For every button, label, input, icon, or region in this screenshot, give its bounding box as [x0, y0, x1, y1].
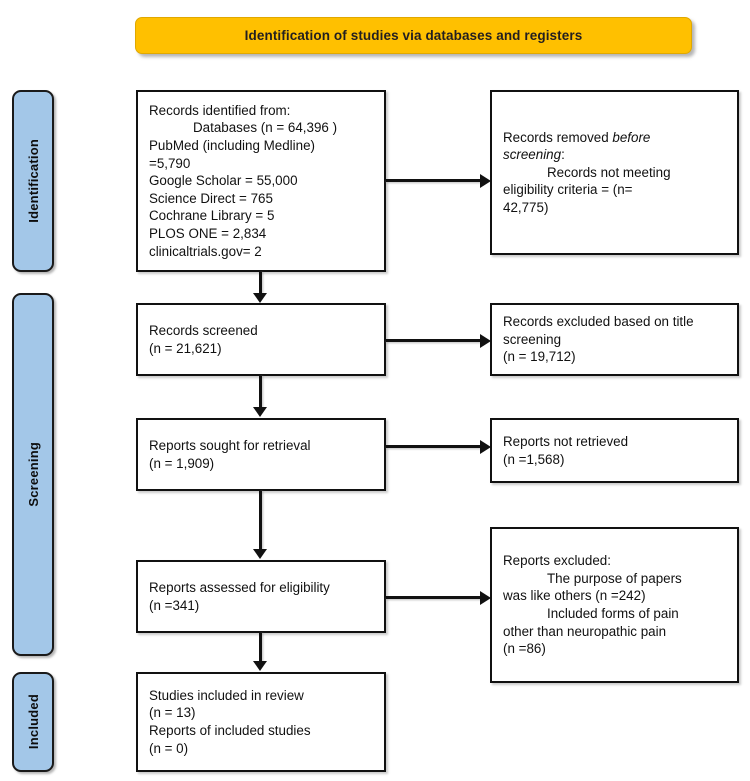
records-identified-line-2: Databases (n = 64,396 ) — [193, 120, 338, 136]
arrow-assessed-to-included-head — [253, 661, 267, 671]
records-removed-emphasis-before: before — [612, 129, 651, 145]
arrow-identified-to-screened-shaft — [259, 272, 262, 294]
studies-included-line-1: Studies included in review — [149, 687, 304, 703]
arrow-assessed-to-included-shaft — [259, 633, 262, 662]
box-records-screened-text: Records screened (n = 21,621) — [149, 322, 375, 357]
box-records-identified-text: Records identified from: Databases (n = 6… — [149, 102, 337, 260]
studies-included-line-4: (n = 0) — [149, 740, 189, 756]
records-removed-line-5: 42,775) — [503, 199, 549, 215]
box-studies-included-text: Studies included in review (n = 13) Report… — [149, 687, 375, 757]
arrow-identified-to-removed-shaft — [386, 179, 481, 182]
box-reports-excluded: Reports excluded:The purpose of papers wa… — [490, 527, 739, 683]
records-removed-line-1a: Records removed — [503, 129, 613, 145]
stage-label-included: Included — [12, 672, 54, 772]
reports-sought-line-2: (n = 1,909) — [149, 455, 215, 471]
box-reports-assessed: Reports assessed for eligibility (n =341) — [136, 560, 386, 633]
arrow-screened-to-sought-head — [253, 407, 267, 417]
not-retrieved-line-2: (n =1,568) — [503, 451, 565, 467]
box-records-removed-text: Records removed before screening:Records … — [503, 129, 728, 217]
box-studies-included: Studies included in review (n = 13) Report… — [136, 672, 386, 772]
box-reports-not-retrieved-text: Reports not retrieved (n =1,568) — [503, 433, 728, 468]
records-identified-line-7: Cochrane Library = 5 — [149, 208, 275, 224]
box-reports-assessed-text: Reports assessed for eligibility (n =341) — [149, 579, 375, 614]
records-identified-line-5: Google Scholar = 55,000 — [149, 173, 298, 189]
stage-label-identification-text: Identification — [25, 139, 41, 223]
records-identified-line-9: clinicaltrials.gov= 2 — [149, 243, 262, 259]
records-identified-line-4: =5,790 — [149, 155, 191, 171]
studies-included-line-3: Reports of included studies — [149, 723, 311, 738]
box-reports-sought: Reports sought for retrieval (n = 1,909) — [136, 418, 386, 491]
arrow-identified-to-screened-head — [253, 293, 267, 303]
reports-excluded-line-5: other than neuropathic pain — [503, 623, 667, 639]
stage-label-included-text: Included — [25, 694, 41, 750]
stage-label-identification: Identification — [12, 90, 54, 272]
arrow-screened-to-excluded-head — [480, 334, 491, 348]
records-removed-line-4: eligibility criteria = (n= — [503, 182, 633, 198]
box-reports-sought-text: Reports sought for retrieval (n = 1,909) — [149, 437, 375, 472]
excluded-title-line-1: Records excluded based on title — [503, 314, 694, 330]
records-identified-line-3: PubMed (including Medline) — [149, 138, 315, 154]
stage-label-screening-text: Screening — [25, 442, 41, 507]
records-identified-line-8: PLOS ONE = 2,834 — [149, 225, 267, 241]
arrow-sought-to-assessed-shaft — [259, 491, 262, 550]
reports-assessed-line-1: Reports assessed for eligibility — [149, 579, 330, 595]
diagram-header-banner: Identification of studies via databases … — [135, 17, 692, 54]
records-removed-emphasis-screening: screening — [503, 147, 562, 163]
records-identified-line-6: Science Direct = 765 — [149, 190, 273, 206]
records-removed-colon: : — [561, 147, 565, 163]
arrow-sought-to-not-retrieved-head — [480, 440, 491, 454]
reports-excluded-line-4: Included forms of pain — [547, 606, 679, 621]
arrow-assessed-to-excluded-shaft — [386, 596, 481, 599]
box-records-screened: Records screened (n = 21,621) — [136, 303, 386, 376]
records-removed-line-3: Records not meeting — [547, 164, 671, 180]
arrow-screened-to-excluded-shaft — [386, 339, 481, 342]
arrow-assessed-to-excluded-head — [480, 591, 491, 605]
reports-excluded-line-1: Reports excluded: — [503, 553, 611, 569]
reports-excluded-line-6: (n =86) — [503, 641, 546, 657]
excluded-title-line-2: screening — [503, 331, 562, 347]
box-records-identified: Records identified from: Databases (n = 6… — [136, 90, 386, 272]
arrow-identified-to-removed-head — [480, 174, 491, 188]
reports-assessed-line-2: (n =341) — [149, 597, 200, 613]
box-reports-excluded-text: Reports excluded:The purpose of papers wa… — [503, 552, 728, 658]
stage-label-screening: Screening — [12, 293, 54, 656]
box-reports-not-retrieved: Reports not retrieved (n =1,568) — [490, 418, 739, 483]
arrow-screened-to-sought-shaft — [259, 376, 262, 408]
reports-sought-line-1: Reports sought for retrieval — [149, 437, 311, 453]
arrow-sought-to-not-retrieved-shaft — [386, 445, 481, 448]
records-identified-line-1: Records identified from: — [149, 102, 291, 118]
excluded-title-line-3: (n = 19,712) — [503, 349, 576, 365]
box-records-removed: Records removed before screening:Records … — [490, 90, 739, 255]
reports-excluded-line-2: The purpose of papers — [547, 570, 682, 586]
records-screened-line-2: (n = 21,621) — [149, 340, 222, 356]
records-screened-line-1: Records screened — [149, 322, 258, 338]
studies-included-line-2: (n = 13) — [149, 705, 196, 721]
not-retrieved-line-1: Reports not retrieved — [503, 433, 629, 449]
arrow-sought-to-assessed-head — [253, 549, 267, 559]
diagram-header-title: Identification of studies via databases … — [244, 28, 583, 43]
reports-excluded-line-3: was like others (n =242) — [503, 588, 646, 604]
